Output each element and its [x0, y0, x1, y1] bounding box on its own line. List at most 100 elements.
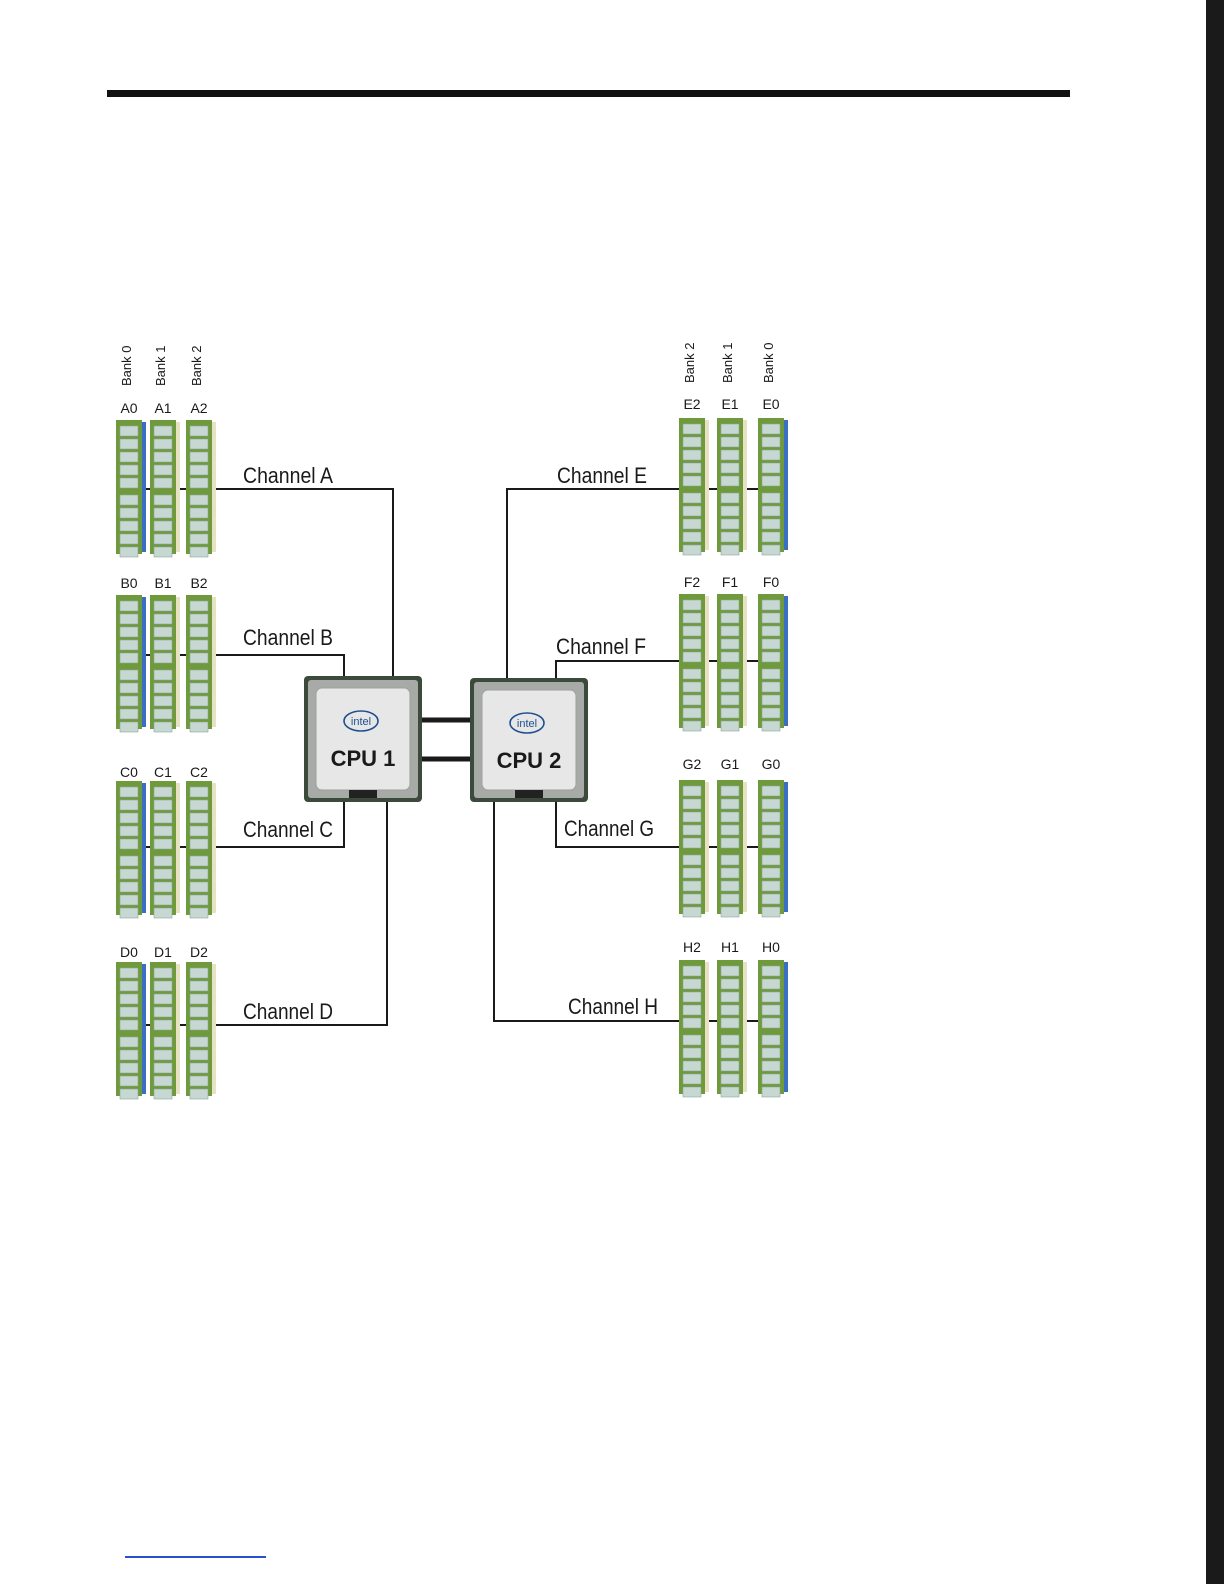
dimm-chip: [721, 799, 739, 809]
dimm-chip: [721, 545, 739, 555]
cpu-brand: intel: [517, 718, 537, 730]
dimm-chip: [190, 981, 208, 991]
dimm-chip: [683, 907, 701, 917]
dimm-chip: [154, 813, 172, 823]
dimm-chip: [683, 639, 701, 649]
dimm-chip: [120, 1020, 138, 1030]
slot-label-a2: A2: [190, 400, 207, 416]
dimm-chip: [190, 908, 208, 918]
dimm-chip: [120, 683, 138, 693]
dimm-chip: [120, 981, 138, 991]
dimm-module-c2: [186, 781, 216, 918]
dimm-chip: [721, 1048, 739, 1058]
slot-label-h1: H1: [721, 939, 739, 955]
dimm-chip: [120, 670, 138, 680]
dimm-chip: [683, 799, 701, 809]
dimm-latch: [212, 783, 216, 913]
dimm-chip: [721, 907, 739, 917]
dimm-chip: [762, 838, 780, 848]
dimm-chip: [762, 652, 780, 662]
dimm-module-e2: [679, 418, 709, 555]
dimm-chip: [721, 437, 739, 447]
dimm-chip: [120, 426, 138, 436]
dimm-chip: [120, 856, 138, 866]
dimm-chip: [154, 994, 172, 1004]
dimm-chip: [762, 639, 780, 649]
dimm-chip: [190, 495, 208, 505]
dimm-chip: [683, 695, 701, 705]
dimm-chip: [683, 437, 701, 447]
dimm-chip: [120, 696, 138, 706]
slot-label-f0: F0: [763, 574, 780, 590]
slot-label-e1: E1: [721, 396, 738, 412]
dimm-chip: [154, 426, 172, 436]
dimm-chip: [154, 1076, 172, 1086]
dimm-chip: [721, 979, 739, 989]
dimm-chip: [120, 439, 138, 449]
slot-label-g0: G0: [762, 756, 781, 772]
dimm-chip: [154, 1050, 172, 1060]
dimm-latch: [142, 783, 146, 913]
dimm-module-h1: [717, 960, 747, 1097]
dimm-chip: [762, 708, 780, 718]
channel-label-e: Channel E: [557, 463, 647, 488]
cpu-latch: [515, 790, 543, 798]
dimm-chip: [762, 613, 780, 623]
dimm-chip: [120, 614, 138, 624]
dimm-chip: [154, 709, 172, 719]
dimm-chip: [120, 534, 138, 544]
dimm-chip: [120, 1089, 138, 1099]
dimm-module-h2: [679, 960, 709, 1097]
dimm-chip: [190, 1050, 208, 1060]
channel-wire-a: [213, 489, 393, 680]
dimm-chip: [762, 669, 780, 679]
dimm-chip: [721, 639, 739, 649]
dimm-latch: [705, 962, 709, 1092]
dimm-chip: [762, 868, 780, 878]
dimm-chip: [762, 463, 780, 473]
dimm-chip: [762, 799, 780, 809]
dimm-latch: [176, 964, 180, 1094]
channel-wire-f: [556, 661, 679, 680]
dimm-chip: [190, 813, 208, 823]
dimm-chip: [721, 786, 739, 796]
dimm-chip: [190, 1063, 208, 1073]
dimm-chip: [721, 966, 739, 976]
dimm-chip: [120, 495, 138, 505]
dimm-chip: [154, 534, 172, 544]
dimm-latch: [142, 964, 146, 1094]
cpu2-package: intelCPU 2: [470, 678, 588, 802]
dimm-chip: [721, 626, 739, 636]
slot-label-c0: C0: [120, 764, 138, 780]
dimm-chip: [683, 652, 701, 662]
dimm-chip: [683, 463, 701, 473]
dimm-chip: [190, 426, 208, 436]
dimm-chip: [120, 839, 138, 849]
bank-header-right-0: Bank 2: [682, 343, 697, 383]
dimm-chip: [154, 968, 172, 978]
dimm-chip: [190, 994, 208, 1004]
slot-label-f1: F1: [722, 574, 739, 590]
dimm-latch: [142, 597, 146, 727]
slot-label-g1: G1: [721, 756, 740, 772]
dimm-chip: [721, 613, 739, 623]
dimm-chip: [190, 452, 208, 462]
dimm-chip: [120, 826, 138, 836]
dimm-chip: [721, 1074, 739, 1084]
dimm-module-h0: [758, 960, 788, 1097]
dimm-chip: [721, 493, 739, 503]
dimm-chip: [154, 465, 172, 475]
dimm-chip: [154, 722, 172, 732]
bank-header-right-2: Bank 0: [761, 343, 776, 383]
dimm-module-b1: [150, 595, 180, 732]
dimm-chip: [190, 670, 208, 680]
dimm-chip: [190, 478, 208, 488]
dimm-latch: [142, 422, 146, 552]
dimm-chip: [154, 670, 172, 680]
dimm-chip: [190, 1076, 208, 1086]
dimm-chip: [762, 695, 780, 705]
dimm-chip: [762, 786, 780, 796]
cpu1-label: CPU 1: [331, 746, 396, 771]
dimm-latch: [784, 962, 788, 1092]
